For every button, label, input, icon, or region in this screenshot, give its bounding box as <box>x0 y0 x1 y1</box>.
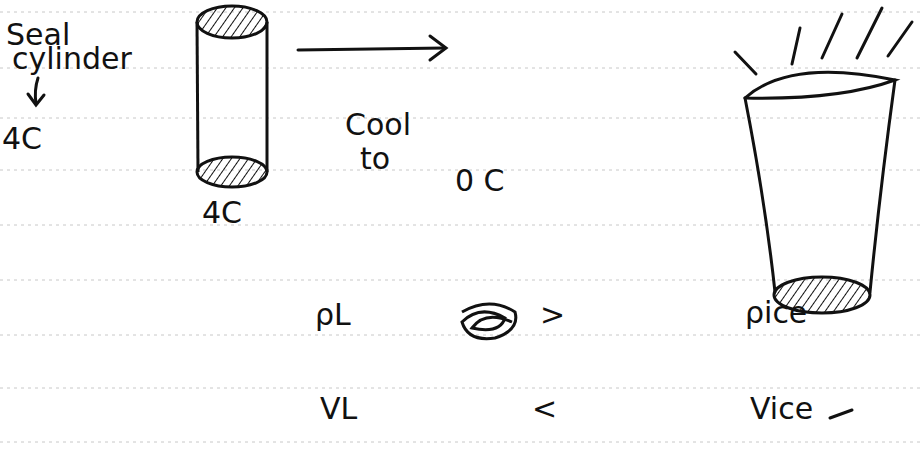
handwritten-label: ρice <box>745 296 807 329</box>
handwritten-label: VL <box>320 392 357 425</box>
scribble <box>462 304 516 339</box>
handwritten-label: Cool <box>345 108 411 141</box>
handwritten-label: > <box>540 298 565 331</box>
handwritten-label: cylinder <box>12 42 132 75</box>
process-arrow <box>298 36 446 60</box>
handwritten-label: to <box>360 142 390 175</box>
sealed-cylinder <box>197 6 267 187</box>
handwritten-label: 0 C <box>455 164 505 197</box>
pointer-arrow <box>28 78 44 105</box>
burst-cylinder <box>735 8 912 313</box>
handwritten-label: Vice <box>750 392 813 425</box>
ruled-lines <box>0 12 923 442</box>
handwritten-label: < <box>532 392 557 425</box>
handwritten-label: ρL <box>315 298 351 331</box>
mark <box>830 410 852 418</box>
handwritten-label: 4C <box>2 122 42 155</box>
handwritten-label: 4C <box>202 196 242 229</box>
